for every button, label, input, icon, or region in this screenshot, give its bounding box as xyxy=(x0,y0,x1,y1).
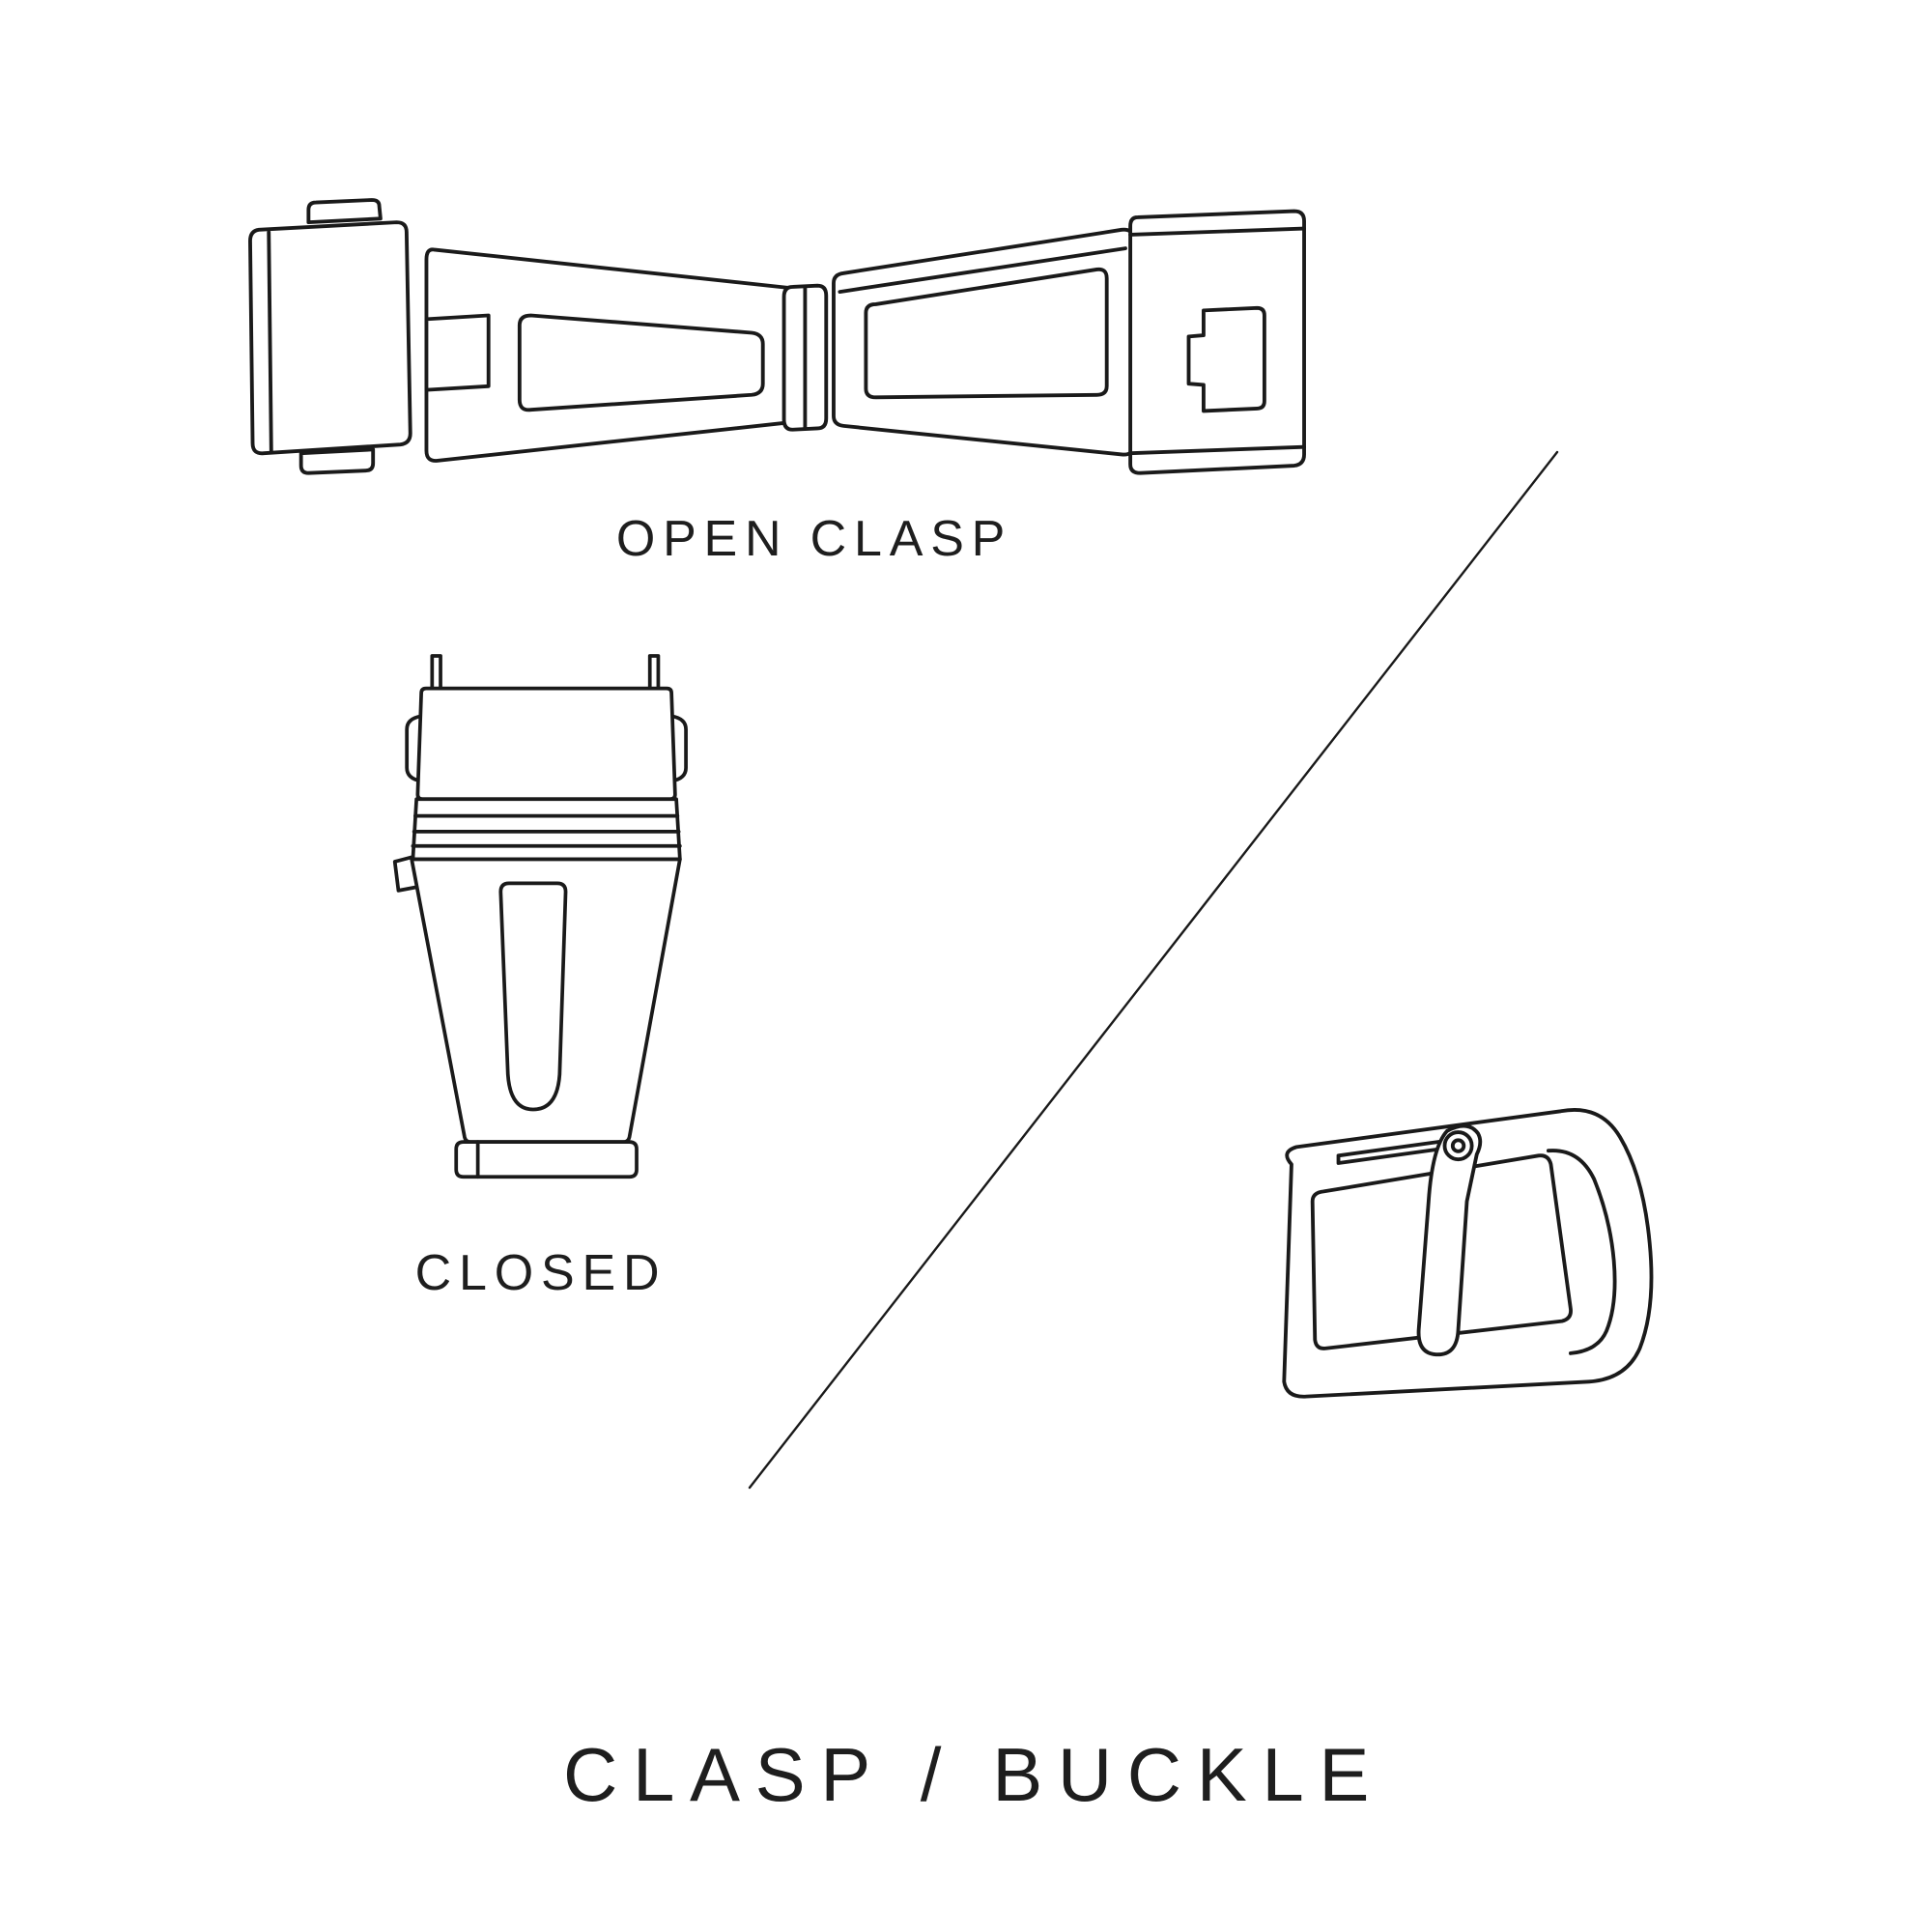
closed-clasp-illustration xyxy=(392,654,688,1179)
diagram-title: CLASP / BUCKLE xyxy=(563,1732,1384,1817)
open-clasp-label: OPEN CLASP xyxy=(615,511,1013,567)
tang-buckle-illustration xyxy=(1282,1108,1654,1399)
closed-label: CLOSED xyxy=(414,1245,668,1301)
open-clasp-illustration xyxy=(248,198,1306,475)
